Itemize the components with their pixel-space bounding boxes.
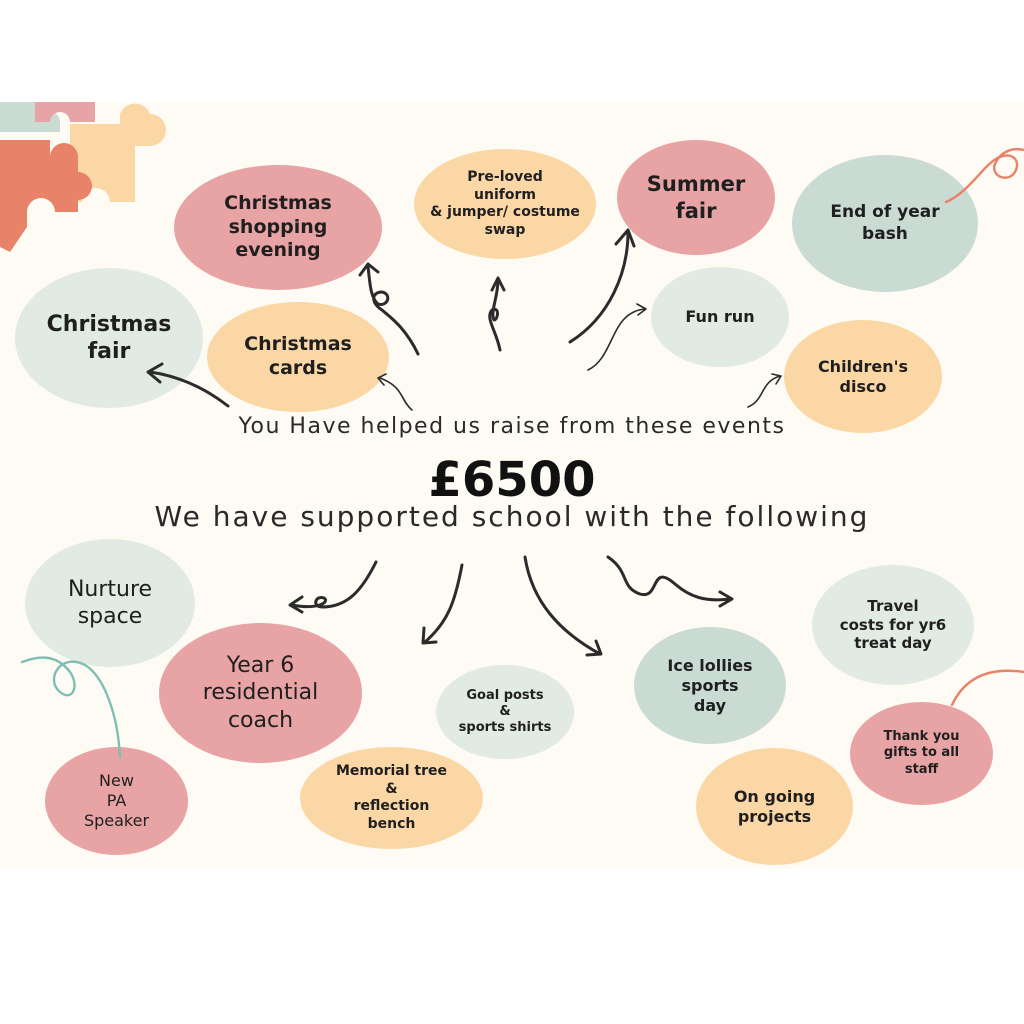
supported-label: Thank you gifts to all staff — [883, 729, 960, 777]
event-christmas-shopping-evening: Christmas shopping evening — [174, 165, 382, 290]
raised-intro-text: You Have helped us raise from these even… — [238, 414, 786, 439]
supported-label: Year 6 residential coach — [202, 652, 319, 733]
puzzle-icon — [0, 102, 166, 252]
supported-intro-text: We have supported school with the follow… — [154, 500, 870, 533]
event-label: Summer fair — [646, 172, 746, 223]
supported-label: Goal posts & sports shirts — [458, 687, 552, 736]
supported-label: Nurture space — [67, 576, 153, 630]
event-fun-run: Fun run — [651, 267, 789, 367]
fundraising-poster: Christmas shopping evening Pre-loved uni… — [0, 102, 1024, 869]
event-label: Christmas shopping evening — [224, 191, 332, 262]
event-label: End of year bash — [830, 202, 940, 244]
event-childrens-disco: Children's disco — [784, 320, 942, 433]
event-pre-loved-uniform-swap: Pre-loved uniform & jumper/ costume swap — [414, 149, 596, 259]
event-label: Pre-loved uniform & jumper/ costume swap — [430, 169, 580, 238]
supported-memorial-tree-bench: Memorial tree & reflection bench — [300, 747, 483, 849]
supported-label: Travel costs for yr6 treat day — [839, 596, 947, 653]
event-label: Children's disco — [817, 356, 909, 396]
supported-travel-costs-yr6: Travel costs for yr6 treat day — [812, 565, 974, 685]
event-christmas-cards: Christmas cards — [207, 302, 389, 412]
event-end-of-year-bash: End of year bash — [792, 155, 978, 292]
supported-label: New PA Speaker — [83, 771, 150, 830]
event-label: Christmas fair — [46, 311, 172, 365]
supported-label: On going projects — [733, 786, 816, 826]
supported-thank-you-gifts: Thank you gifts to all staff — [850, 702, 993, 805]
supported-label: Memorial tree & reflection bench — [335, 763, 448, 832]
raised-amount: £6500 — [428, 452, 596, 508]
event-summer-fair: Summer fair — [617, 140, 775, 255]
supported-ice-lollies-sports-day: Ice lollies sports day — [634, 627, 786, 744]
event-label: Fun run — [685, 307, 755, 326]
supported-on-going-projects: On going projects — [696, 748, 853, 865]
supported-new-pa-speaker: New PA Speaker — [45, 747, 188, 855]
supported-nurture-space: Nurture space — [25, 539, 195, 667]
event-christmas-fair: Christmas fair — [15, 268, 203, 408]
supported-label: Ice lollies sports day — [667, 655, 753, 715]
event-label: Christmas cards — [244, 333, 352, 379]
supported-goal-posts-sports-shirts: Goal posts & sports shirts — [436, 665, 574, 759]
supported-year6-residential-coach: Year 6 residential coach — [159, 623, 362, 763]
